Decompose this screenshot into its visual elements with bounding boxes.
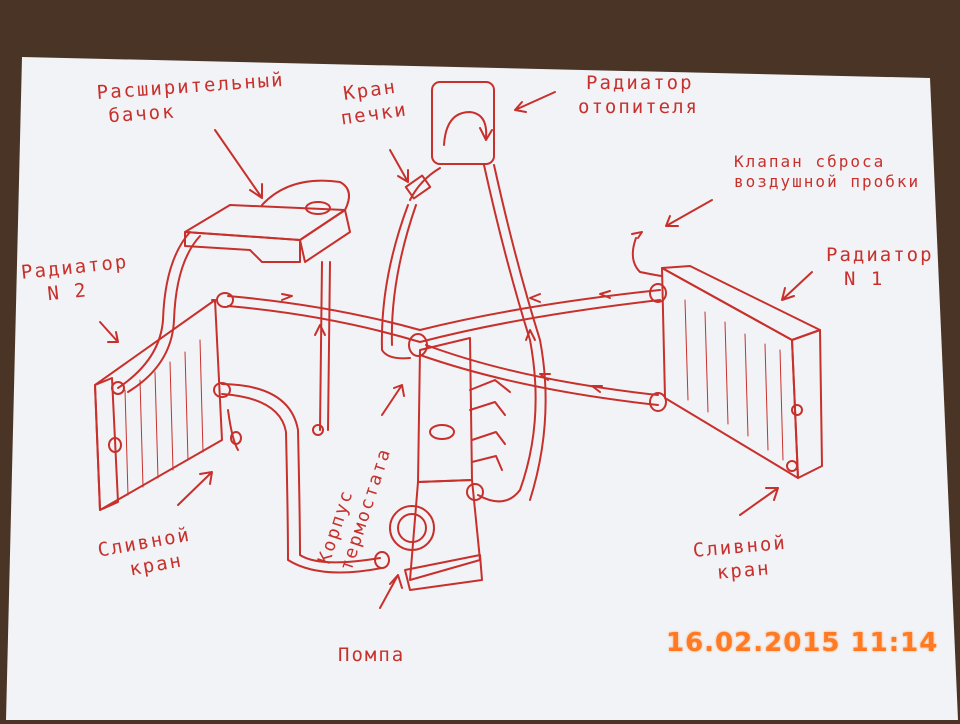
date-stamp: 16.02.2015 11:14 bbox=[666, 628, 939, 658]
air-valve-label-line-1: Клапан сброса bbox=[734, 152, 886, 171]
heater-radiator-label: Радиатор отопителя bbox=[578, 72, 699, 120]
engine-block-drawing bbox=[389, 337, 511, 591]
heater-radiator-drawing bbox=[431, 81, 495, 165]
pipe-clamps bbox=[108, 283, 667, 569]
radiator-1-drawing bbox=[661, 265, 823, 479]
expansion-tank-drawing bbox=[184, 179, 351, 263]
radiator-1-label-line-1: Радиатор bbox=[826, 244, 934, 266]
flow-arrows bbox=[281, 290, 611, 393]
radiator-1-label: Радиатор N 1 bbox=[826, 244, 934, 292]
pump-label-text: Помпа bbox=[338, 644, 406, 666]
air-valve-label-line-2: воздушной пробки bbox=[734, 172, 921, 191]
heater-radiator-label-line-1: Радиатор bbox=[586, 72, 694, 94]
drain-tap-right-label: Сливной кран bbox=[692, 532, 790, 588]
air-valve-label: Клапан сброса воздушной пробки bbox=[734, 152, 920, 192]
pump-label: Помпа bbox=[338, 644, 405, 668]
heater-tap-drawing bbox=[404, 167, 441, 201]
radiator-1-label-line-2: N 1 bbox=[844, 267, 885, 290]
paper-sheet bbox=[6, 57, 958, 720]
heater-radiator-label-line-2: отопителя bbox=[578, 95, 699, 118]
coolant-pipes bbox=[117, 164, 663, 574]
heater-tap-label: Кран печки bbox=[336, 75, 409, 131]
radiator-2-drawing bbox=[94, 299, 223, 511]
pointer-arrows bbox=[99, 91, 813, 609]
